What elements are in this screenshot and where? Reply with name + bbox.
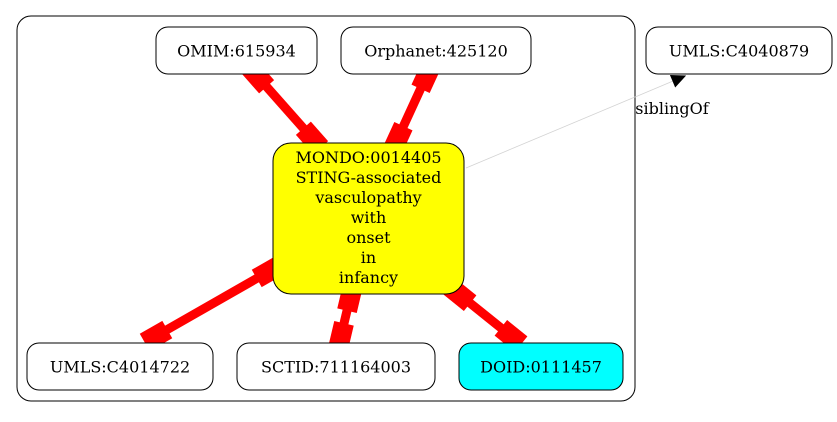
- node-label-line: vasculopathy: [314, 188, 421, 207]
- edge-line: [153, 268, 271, 340]
- node-box: [645, 26, 833, 75]
- edge-label: siblingOf: [635, 99, 709, 118]
- node-doid[interactable]: DOID:0111457: [458, 342, 624, 391]
- node-label: OMIM:615934: [177, 42, 296, 61]
- node-label-line: in: [361, 248, 376, 267]
- edge-mondo-to-umls_c4040879: siblingOf: [465, 74, 710, 169]
- node-box: [236, 342, 436, 391]
- node-label-line: infancy: [339, 268, 398, 287]
- nodes-layer: OMIM:615934 Orphanet:425120 UMLS:C4040879M…: [26, 26, 833, 391]
- node-label-line: STING-associated: [296, 168, 442, 187]
- node-label: UMLS:C4040879: [669, 42, 809, 61]
- node-umls-c4040879[interactable]: UMLS:C4040879: [645, 26, 833, 75]
- node-mondo[interactable]: MONDO:0014405STING-associatedvasculopath…: [272, 142, 465, 295]
- arrowhead-icon: [669, 74, 687, 88]
- node-label-line: with: [351, 208, 387, 227]
- node-box: [272, 142, 465, 295]
- node-umls-c4014722[interactable]: UMLS:C4014722: [26, 342, 214, 391]
- node-label-line: onset: [346, 228, 391, 247]
- node-box: [155, 26, 318, 75]
- node-label: UMLS:C4014722: [50, 358, 190, 377]
- edge-line: [465, 75, 686, 169]
- node-label: SCTID:711164003: [261, 358, 411, 377]
- node-label: Orphanet:425120: [364, 42, 508, 61]
- node-orphanet[interactable]: Orphanet:425120: [340, 26, 532, 75]
- node-box: [340, 26, 532, 75]
- node-label: DOID:0111457: [480, 358, 602, 377]
- node-label-line: MONDO:0014405: [295, 148, 441, 167]
- node-sctid[interactable]: SCTID:711164003: [236, 342, 436, 391]
- node-box: [26, 342, 214, 391]
- node-box: [458, 342, 624, 391]
- node-omim[interactable]: OMIM:615934: [155, 26, 318, 75]
- edge-line: [254, 74, 316, 141]
